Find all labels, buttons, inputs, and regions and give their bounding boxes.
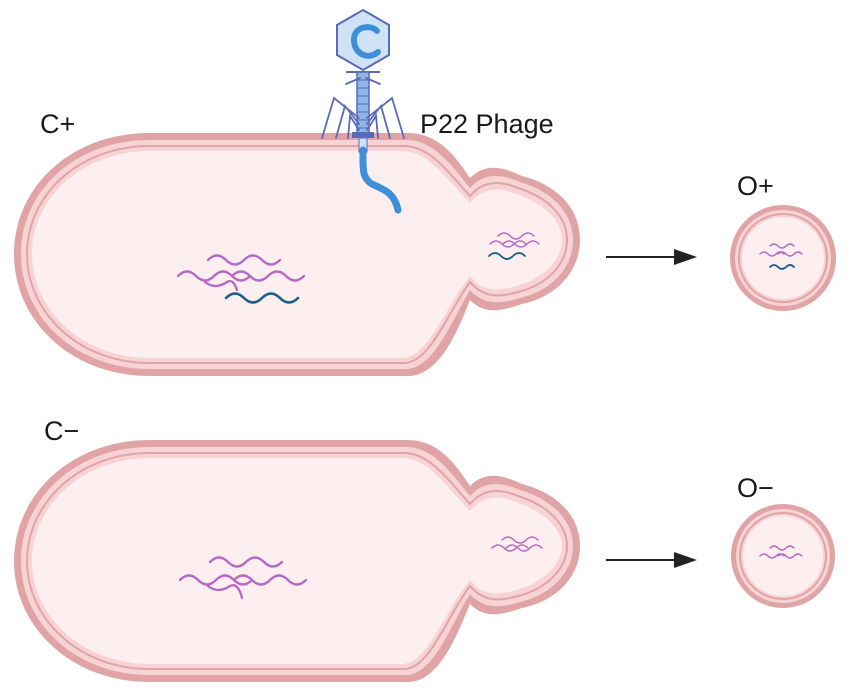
label-c-plus: C+	[40, 109, 75, 139]
right-arrow-icon	[606, 552, 697, 568]
phage-capsid	[336, 8, 390, 72]
label-o-plus: O+	[737, 171, 774, 201]
phage-injected-dna	[359, 146, 402, 214]
right-arrow-icon	[606, 249, 697, 265]
cell-c-plus	[14, 133, 580, 376]
bacteriophage-icon	[321, 8, 405, 214]
label-phage: P22 Phage	[420, 109, 554, 139]
label-c-minus: C−	[44, 416, 79, 446]
genome-strands-c-plus	[176, 254, 306, 304]
cell-c-plus-membrane-line	[25, 145, 569, 364]
cell-c-minus-membrane-line	[25, 452, 569, 670]
cell-c-plus-cytoplasm	[32, 151, 562, 358]
cell-c-minus	[14, 440, 580, 682]
genome-strands-c-minus	[178, 556, 308, 600]
vesicle-o-plus	[730, 205, 836, 311]
phage-tail-fibers	[321, 77, 405, 139]
cell-c-minus-cytoplasm	[32, 458, 562, 664]
phage-dna-in-capsid	[351, 24, 381, 59]
vesicle-o-minus	[731, 504, 835, 608]
label-o-minus: O−	[737, 473, 774, 503]
